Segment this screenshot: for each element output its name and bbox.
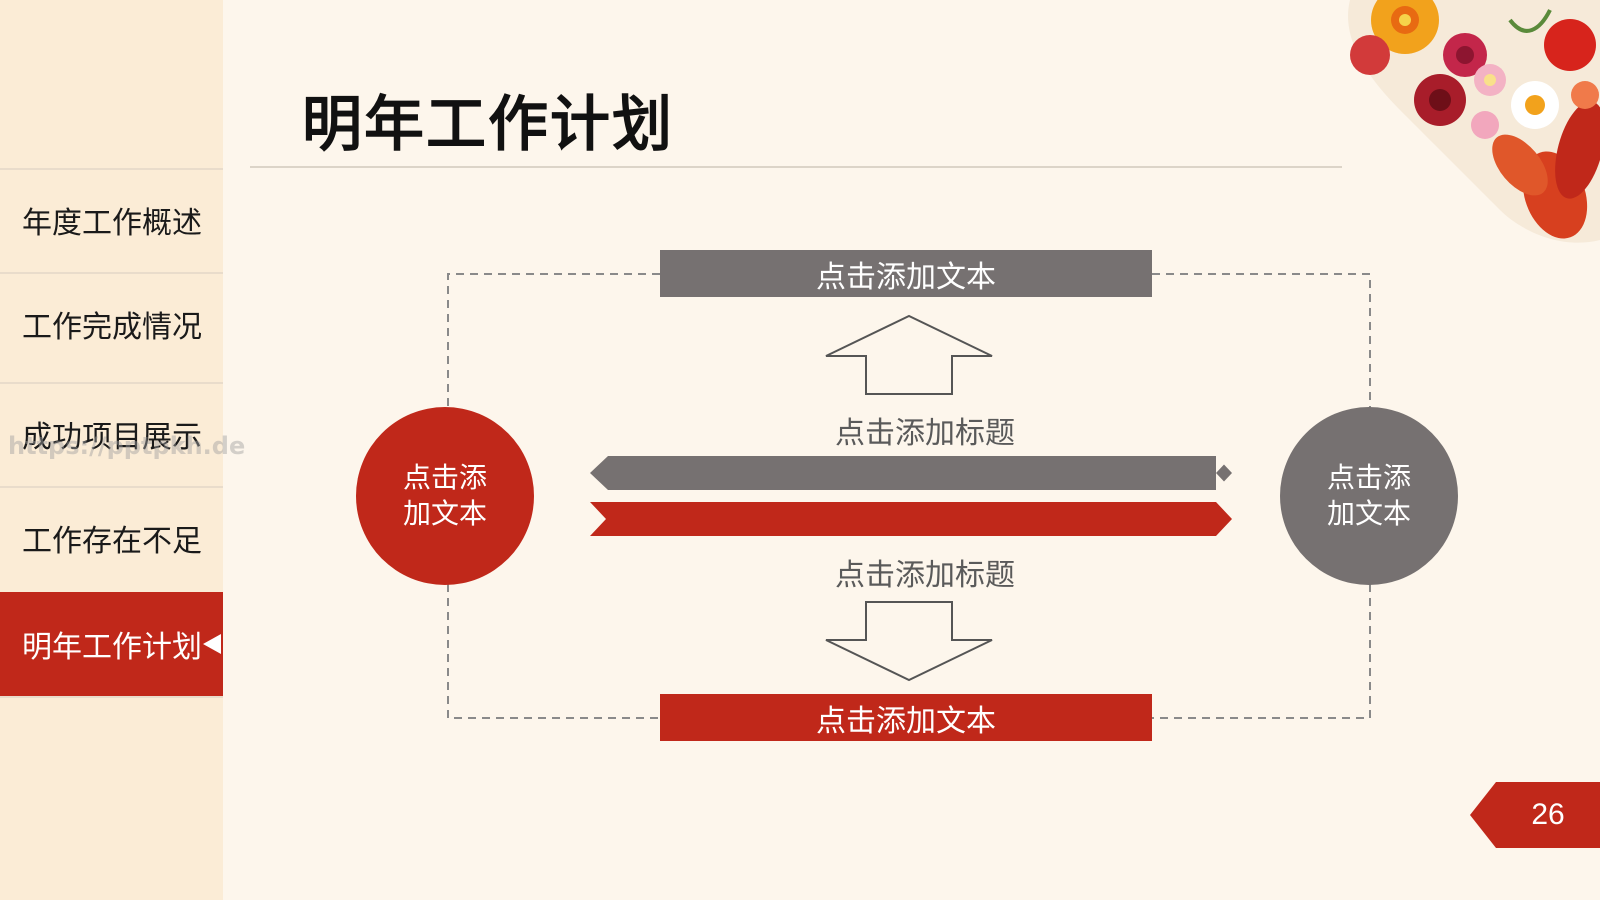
- dashed-connector-top-left: [447, 273, 660, 408]
- flower-decoration-icon: [1348, 0, 1600, 243]
- right-circle-line2: 加文本: [1326, 497, 1411, 530]
- lower-heading[interactable]: 点击添加标题: [835, 558, 1015, 593]
- active-pointer-icon: [203, 634, 221, 654]
- gray-ribbon-left-arrow: [590, 456, 1232, 490]
- down-arrow-icon: [825, 601, 993, 682]
- sidebar-item-success-projects[interactable]: 成功项目展示: [0, 382, 223, 484]
- sidebar-item-label: 成功项目展示: [22, 420, 202, 455]
- sidebar-item-label: 年度工作概述: [22, 206, 202, 241]
- bottom-text-box: [660, 694, 1152, 741]
- bottom-box-label[interactable]: 点击添加文本: [816, 703, 996, 739]
- sidebar-item-work-shortcomings[interactable]: 工作存在不足: [0, 486, 223, 588]
- sidebar-item-label: 工作完成情况: [22, 310, 202, 345]
- title-divider: [250, 166, 1342, 168]
- dashed-connector-top-right: [1152, 273, 1371, 408]
- sidebar-item-label: 工作存在不足: [22, 524, 202, 559]
- sidebar-divider: [0, 696, 223, 698]
- sidebar-item-annual-overview[interactable]: 年度工作概述: [0, 168, 223, 270]
- left-circle-line2: 加文本: [402, 497, 487, 530]
- upper-heading[interactable]: 点击添加标题: [835, 416, 1015, 451]
- page-number-badge: 26: [1470, 782, 1600, 848]
- left-circle-line1: 点击添: [402, 461, 487, 494]
- red-ribbon-right-arrow: [590, 502, 1232, 536]
- left-circle: [356, 407, 534, 585]
- page-title: 明年工作计划: [302, 90, 674, 160]
- sidebar-item-label: 明年工作计划: [22, 630, 202, 665]
- sidebar-item-next-year-plan[interactable]: 明年工作计划: [0, 592, 223, 696]
- dashed-connector-bottom-left: [447, 584, 660, 719]
- right-circle-label[interactable]: 点击添 加文本: [1284, 460, 1454, 532]
- dashed-connector-bottom-right: [1152, 584, 1371, 719]
- up-arrow-icon: [825, 314, 993, 395]
- page-number: 26: [1531, 798, 1565, 831]
- right-circle: [1280, 407, 1458, 585]
- right-circle-line1: 点击添: [1326, 461, 1411, 494]
- top-box-label[interactable]: 点击添加文本: [816, 259, 996, 295]
- sidebar-nav: 年度工作概述 工作完成情况 成功项目展示 工作存在不足 明年工作计划: [0, 0, 223, 900]
- left-circle-label[interactable]: 点击添 加文本: [360, 460, 530, 532]
- top-text-box: [660, 250, 1152, 297]
- sidebar-item-work-completion[interactable]: 工作完成情况: [0, 272, 223, 374]
